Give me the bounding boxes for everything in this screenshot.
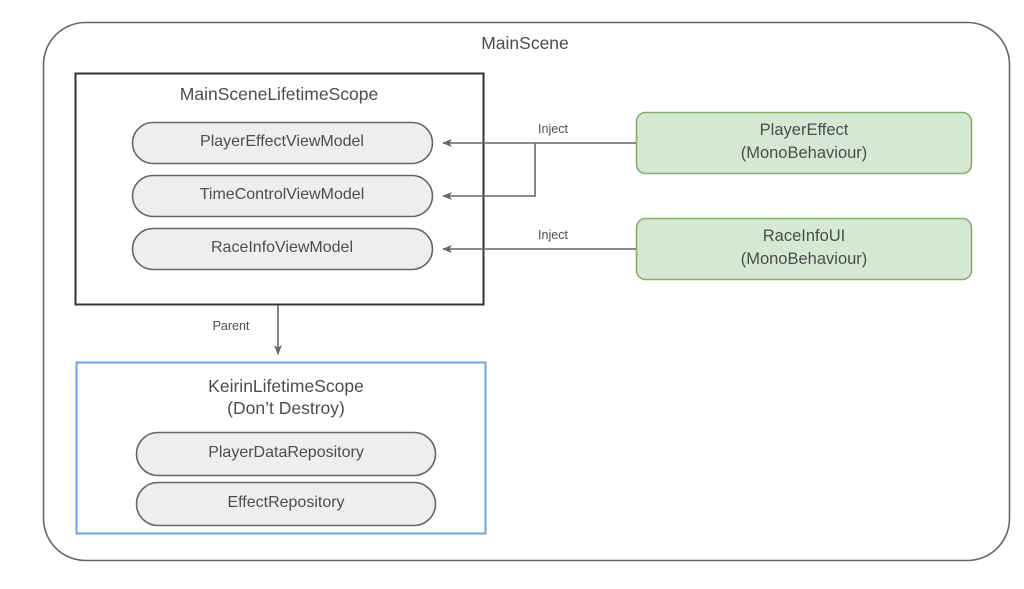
component-shape-player-effect — [635, 111, 973, 175]
node-shape-time-control-view-model — [131, 174, 434, 218]
node-shape-player-effect-view-model — [131, 121, 434, 165]
node-shape-player-data-repository — [135, 431, 437, 477]
edge-inject-time-control — [442, 143, 536, 200]
node-shape-effect-repository — [135, 481, 437, 527]
component-shape-race-info-ui — [635, 217, 973, 281]
node-shape-race-info-view-model — [131, 227, 434, 271]
